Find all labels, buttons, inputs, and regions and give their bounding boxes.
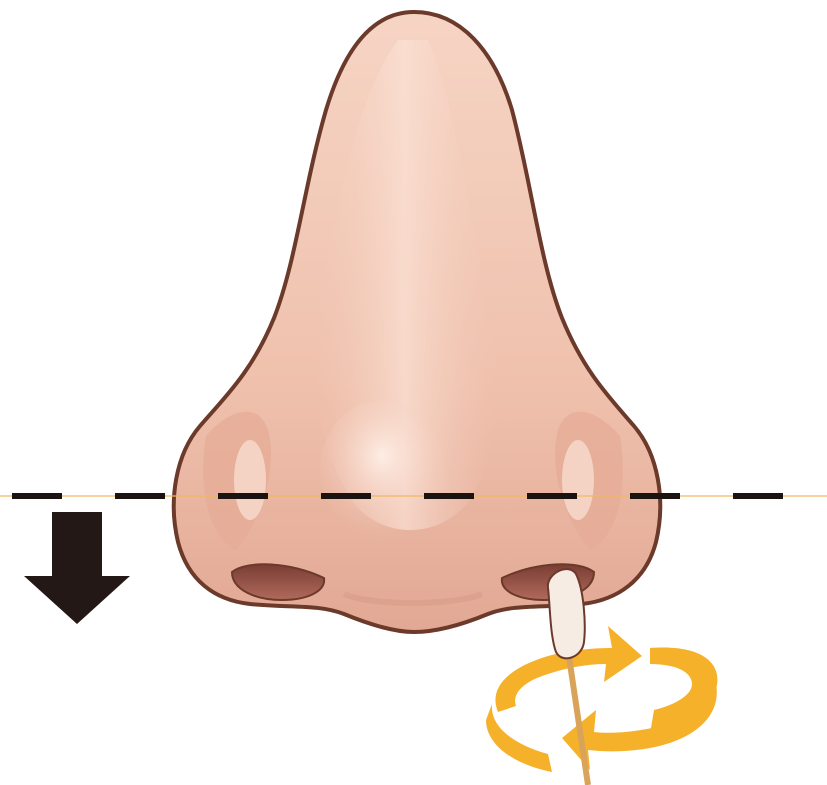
arrow-down-icon (24, 512, 130, 624)
rotate-icon (486, 626, 718, 772)
swab-icon (548, 569, 588, 785)
nose-icon (174, 12, 660, 632)
